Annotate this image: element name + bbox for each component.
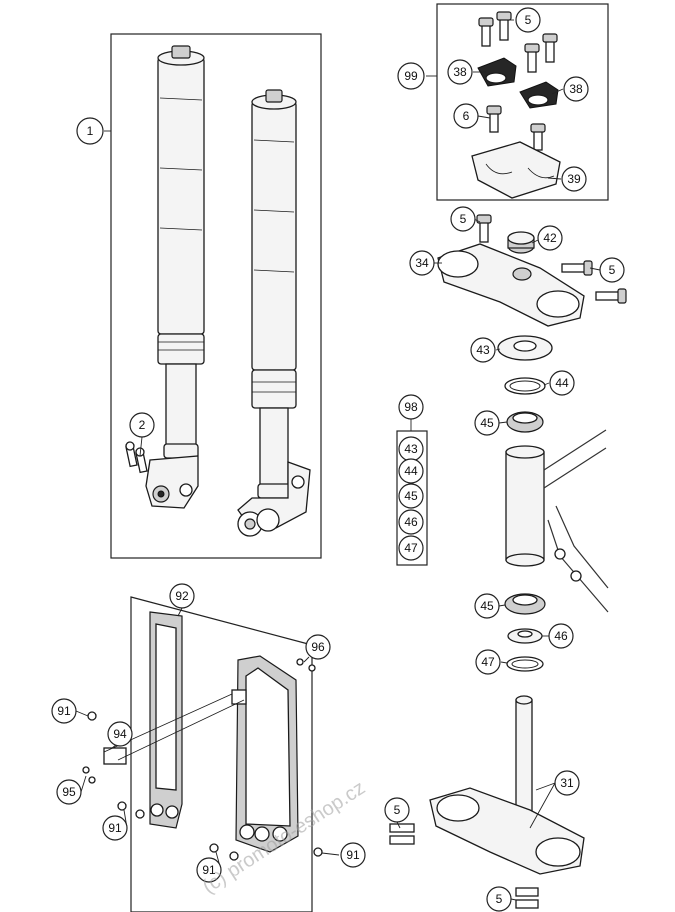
bolt-pair	[125, 441, 148, 474]
svg-text:6: 6	[463, 109, 470, 123]
callout-5-lower-bottom-bolts: 5	[486, 886, 512, 912]
kit-item-46: 46	[398, 509, 424, 535]
svg-text:38: 38	[569, 82, 583, 96]
protector-fasteners	[82, 658, 323, 861]
svg-text:95: 95	[62, 785, 76, 799]
svg-text:43: 43	[476, 343, 490, 357]
callout-91-bottom: 91	[196, 857, 222, 883]
callout-2: 2	[129, 412, 155, 438]
right-fork-leg	[237, 89, 311, 537]
callout-42: 42	[537, 225, 563, 251]
svg-text:99: 99	[404, 69, 418, 83]
callout-91-left: 91	[51, 698, 77, 724]
callout-45-upper: 45	[474, 410, 500, 436]
kit-item-44: 44	[398, 458, 424, 484]
svg-text:5: 5	[394, 803, 401, 817]
callout-47: 47	[475, 649, 501, 675]
svg-text:43: 43	[404, 442, 418, 456]
lower-triple-clamp	[389, 695, 585, 909]
callout-45-lower: 45	[474, 593, 500, 619]
svg-text:46: 46	[554, 629, 568, 643]
svg-text:5: 5	[525, 13, 532, 27]
svg-text:45: 45	[404, 489, 418, 503]
frame-head-tube	[505, 429, 609, 613]
kit-item-45: 45	[398, 483, 424, 509]
callout-34: 34	[409, 250, 435, 276]
svg-text:94: 94	[113, 727, 127, 741]
callout-5-pinch-bolts: 5	[599, 257, 625, 283]
svg-text:2: 2	[139, 418, 146, 432]
svg-text:47: 47	[481, 655, 495, 669]
svg-text:38: 38	[453, 65, 467, 79]
svg-text:39: 39	[567, 172, 581, 186]
callout-91-middle: 91	[102, 815, 128, 841]
handlebar-clamp-parts	[471, 11, 561, 199]
callout-6: 6	[453, 103, 479, 129]
fork-protectors	[103, 611, 299, 853]
callout-99: 99	[397, 62, 425, 90]
callout-43: 43	[470, 337, 496, 363]
svg-text:47: 47	[404, 541, 418, 555]
svg-text:91: 91	[346, 848, 360, 862]
callout-98: 98	[398, 394, 424, 420]
svg-text:34: 34	[415, 256, 429, 270]
callout-95: 95	[56, 779, 82, 805]
lower-bearing-stack	[504, 593, 546, 672]
kit-item-43: 43	[398, 436, 424, 462]
callout-96: 96	[305, 634, 331, 660]
svg-text:46: 46	[404, 515, 418, 529]
svg-text:45: 45	[480, 416, 494, 430]
callout-5-lower-left-bolts: 5	[384, 797, 410, 823]
svg-text:5: 5	[609, 263, 616, 277]
svg-text:31: 31	[560, 776, 574, 790]
svg-text:91: 91	[57, 704, 71, 718]
svg-text:96: 96	[311, 640, 325, 654]
svg-text:45: 45	[480, 599, 494, 613]
svg-text:98: 98	[404, 400, 418, 414]
callout-91-right: 91	[340, 842, 366, 868]
callout-38-right: 38	[563, 76, 589, 102]
callout-5-clamp-bolts: 5	[515, 7, 541, 33]
fork-protector-frame	[130, 596, 313, 912]
svg-text:1: 1	[87, 124, 94, 138]
svg-text:44: 44	[555, 376, 569, 390]
callout-5-top-clamp-bolt: 5	[450, 206, 476, 232]
svg-text:5: 5	[460, 212, 467, 226]
svg-text:44: 44	[404, 464, 418, 478]
svg-text:91: 91	[108, 821, 122, 835]
callout-46: 46	[548, 623, 574, 649]
callout-31: 31	[554, 770, 580, 796]
fork-group-frame	[110, 33, 322, 559]
callout-38-left: 38	[447, 59, 473, 85]
kit-item-47: 47	[398, 535, 424, 561]
svg-text:91: 91	[202, 863, 216, 877]
callout-1: 1	[76, 117, 104, 145]
callout-92: 92	[169, 583, 195, 609]
svg-text:92: 92	[175, 589, 189, 603]
left-fork-leg	[145, 45, 205, 509]
upper-bearing-stack	[497, 335, 553, 433]
bearing-kit-frame	[396, 430, 428, 566]
svg-text:42: 42	[543, 231, 557, 245]
callout-39: 39	[561, 166, 587, 192]
top-triple-clamp	[437, 214, 627, 327]
handlebar-clamp-kit-frame	[436, 3, 609, 201]
callout-44: 44	[549, 370, 575, 396]
callout-94: 94	[107, 721, 133, 747]
svg-text:5: 5	[496, 892, 503, 906]
